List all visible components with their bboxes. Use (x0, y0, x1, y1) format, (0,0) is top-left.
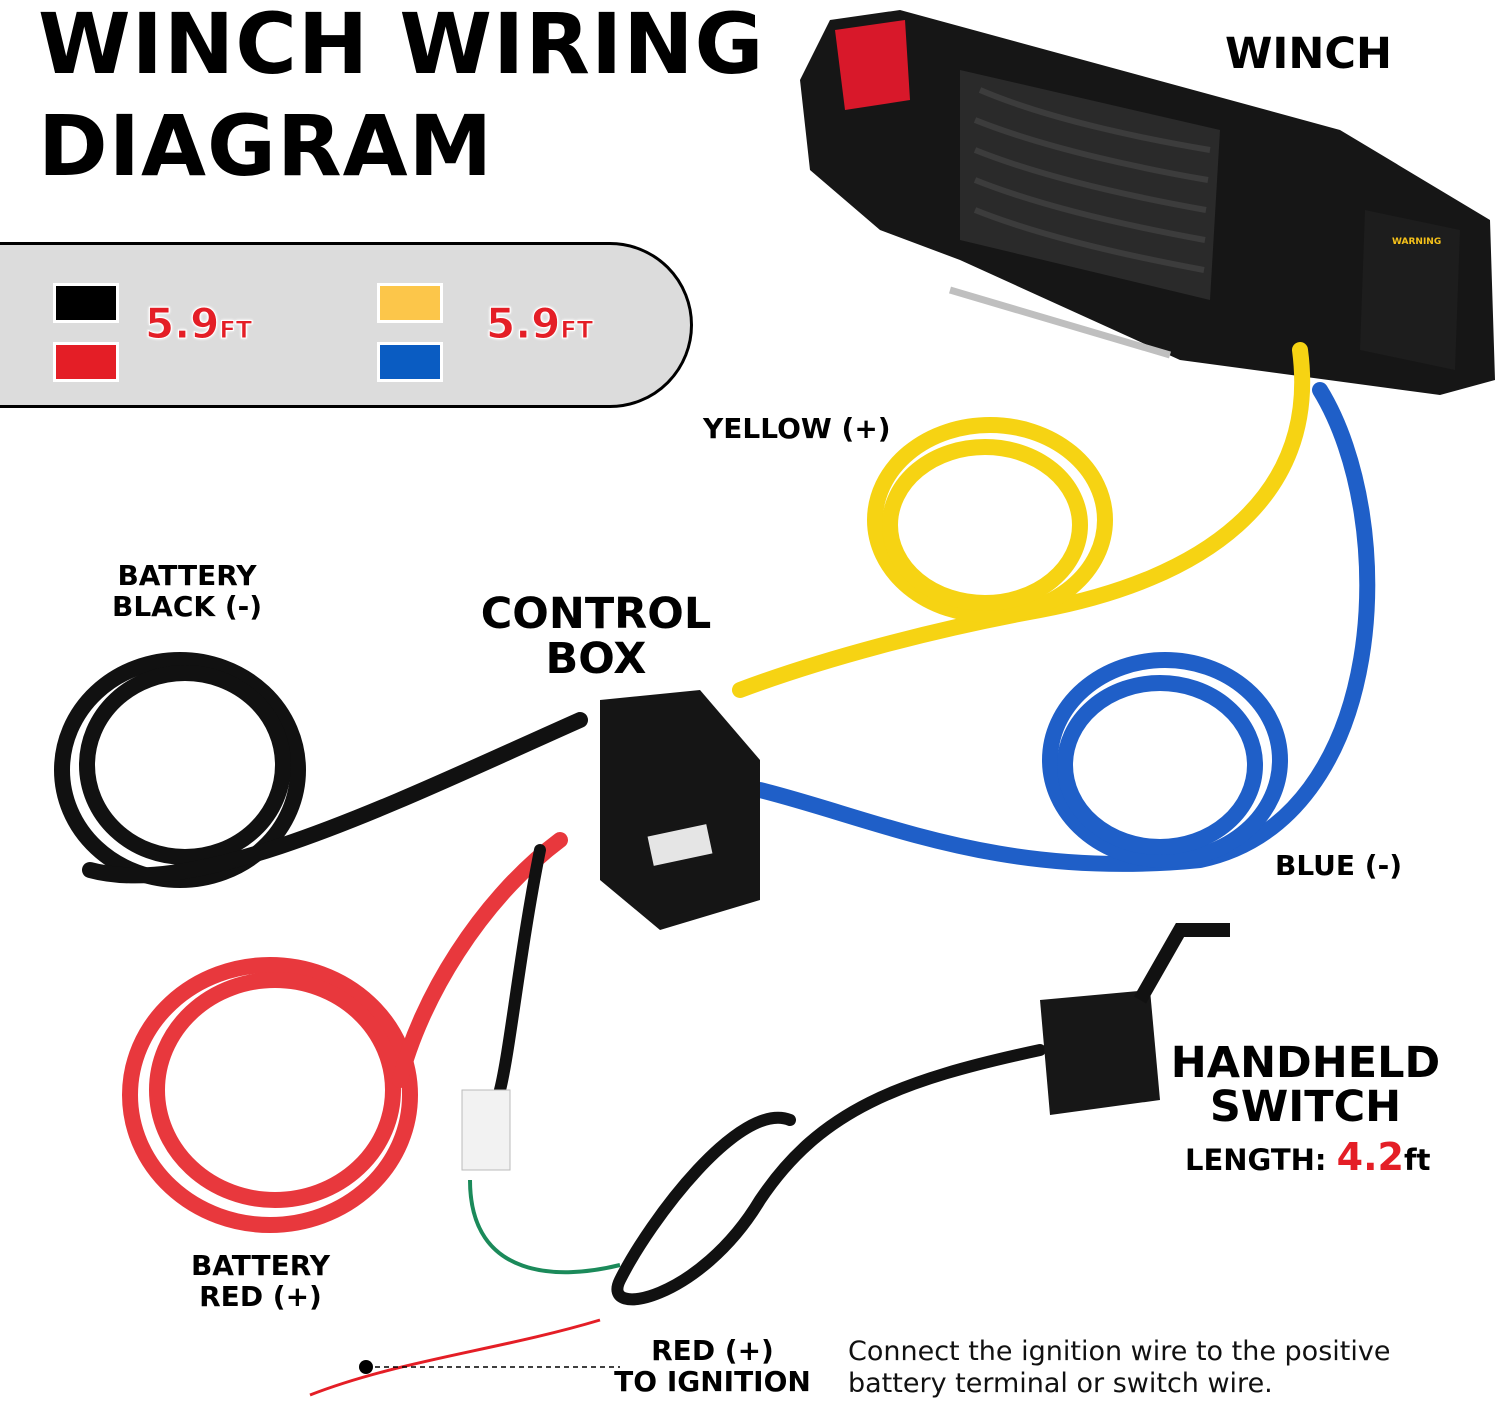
label-line: SWITCH (1209, 1081, 1402, 1132)
label-line: TO IGNITION (614, 1365, 811, 1399)
label-battery-red: BATTERY RED (+) (178, 1250, 343, 1313)
label-line: RED (+) (651, 1334, 774, 1367)
label-handheld-switch: HANDHELD SWITCH (1168, 1038, 1443, 1132)
label-battery-black: BATTERY BLACK (-) (112, 560, 262, 623)
blue-wire (752, 382, 1376, 872)
label-line: BATTERY (190, 1249, 331, 1282)
note-line: Connect the ignition wire to the positiv… (848, 1336, 1391, 1367)
red-battery-wire (122, 832, 568, 1233)
connector-plug (461, 1089, 511, 1171)
length-value: 5.9 (144, 299, 220, 349)
length-label: LENGTH: (1185, 1143, 1327, 1177)
handheld-switch-cable (494, 844, 1046, 1306)
wire-length-legend: 5.9FT 5.9FT (0, 242, 693, 408)
legend-length-2: 5.9FT (485, 299, 594, 349)
legend-length-1: 5.9FT (144, 299, 253, 349)
label-ignition: RED (+) TO IGNITION (605, 1335, 820, 1398)
winch-red-label (835, 20, 910, 110)
label-line: HANDHELD (1170, 1038, 1441, 1088)
black-wire-swatch (53, 283, 119, 323)
label-line: RED (+) (199, 1280, 322, 1314)
handheld-switch-length: LENGTH: 4.2ft (1185, 1136, 1430, 1179)
title-line-2: DIAGRAM (38, 97, 494, 195)
label-blue-wire: BLUE (-) (1275, 849, 1403, 882)
label-line: BATTERY (117, 559, 257, 592)
length-value: 4.2 (1336, 1135, 1404, 1179)
yellow-wire (732, 342, 1311, 698)
control-box-image (600, 690, 760, 930)
label-yellow-wire: YELLOW (+) (703, 412, 891, 445)
length-unit: FT (560, 316, 594, 345)
length-unit: FT (219, 316, 253, 345)
yellow-wire-swatch (377, 283, 443, 323)
label-line: CONTROL (480, 589, 712, 639)
label-line: BOX (545, 634, 647, 685)
note-line: battery terminal or switch wire. (848, 1367, 1273, 1399)
ignition-wire (309, 1318, 601, 1397)
ignition-note: Connect the ignition wire to the positiv… (848, 1336, 1390, 1399)
label-control-box: CONTROL BOX (478, 589, 714, 685)
length-value: 5.9 (485, 299, 561, 349)
label-line: BLACK (-) (112, 590, 263, 624)
winch-warning-text: WARNING (1392, 237, 1441, 247)
length-unit: ft (1403, 1143, 1431, 1177)
title-line-1: WINCH WIRING (38, 0, 765, 93)
blue-wire-swatch (377, 342, 443, 382)
winch-image: WARNING (800, 10, 1495, 395)
black-battery-wire (54, 652, 588, 888)
red-wire-swatch (53, 342, 119, 382)
label-winch: WINCH (1225, 29, 1392, 79)
handheld-switch-image (1040, 923, 1230, 1115)
